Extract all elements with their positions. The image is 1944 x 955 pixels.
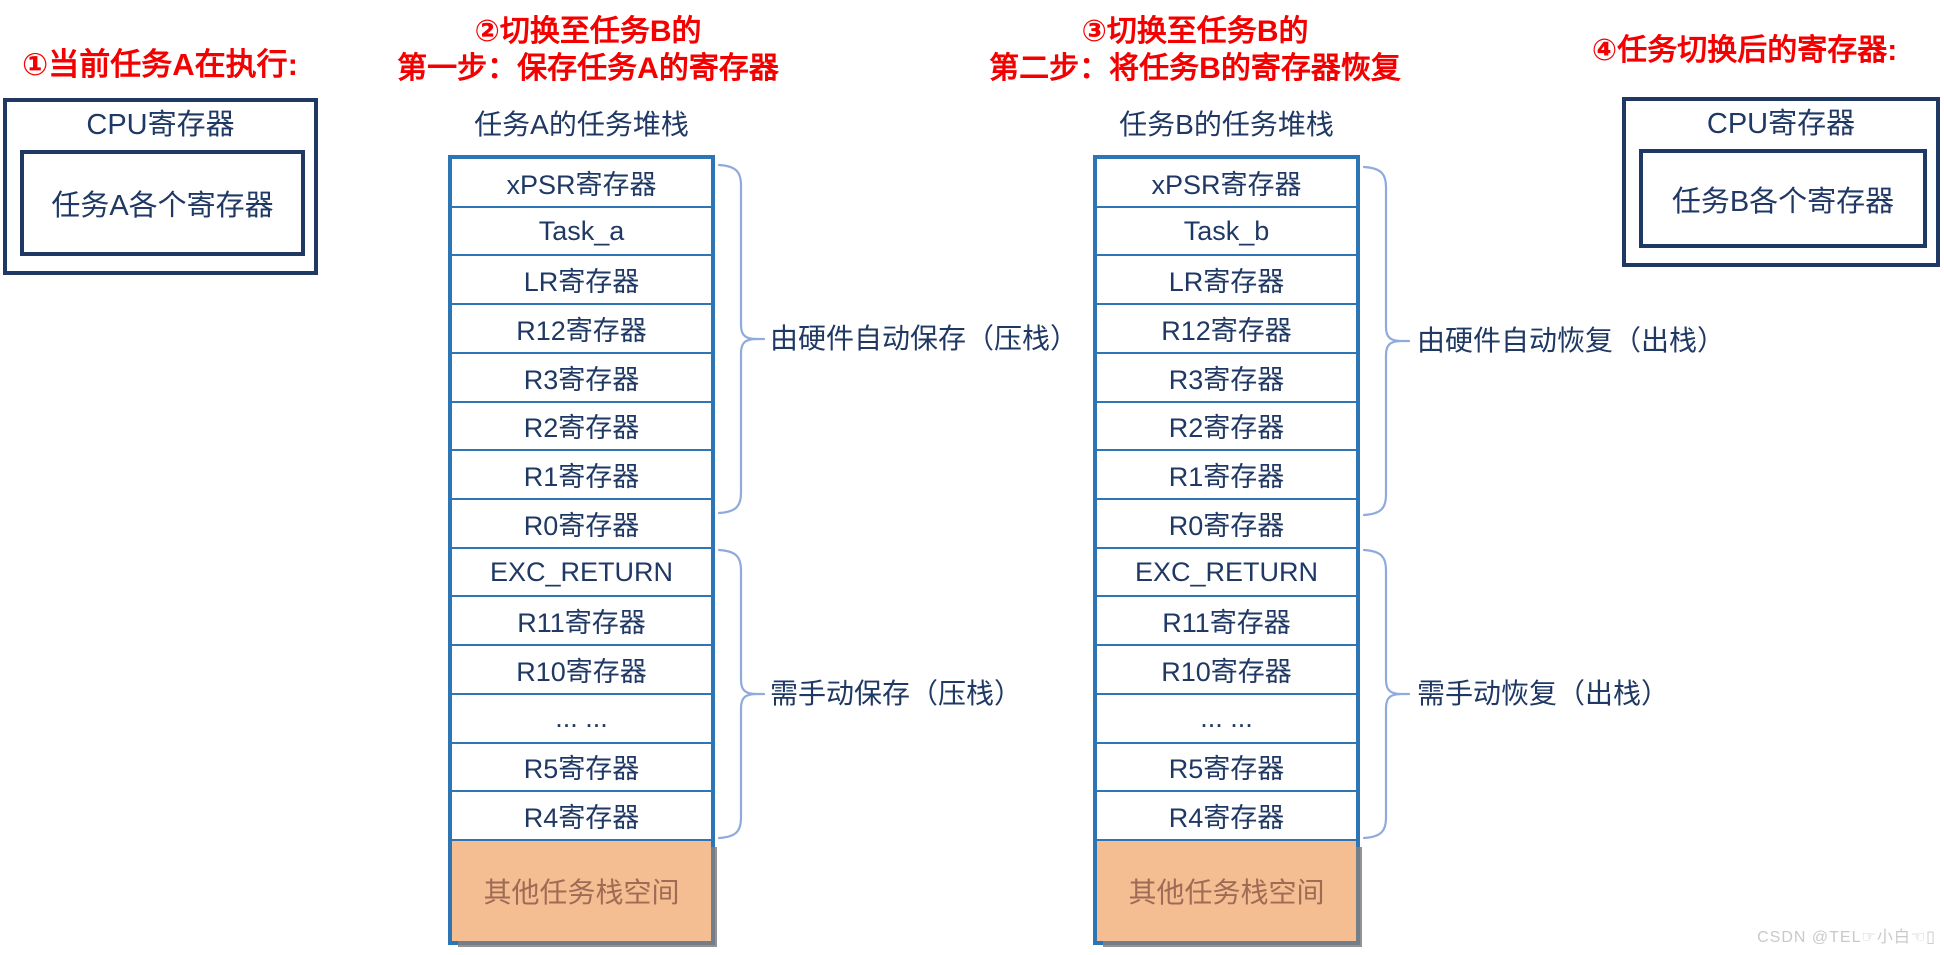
cpu-box-b-content: 任务B各个寄存器 xyxy=(1639,149,1927,248)
stack-row: ... ... xyxy=(452,695,711,744)
task-b-stack-title: 任务B的任务堆栈 xyxy=(1119,109,1334,140)
step1-title: ①当前任务A在执行: xyxy=(22,47,298,82)
stack-row: R5寄存器 xyxy=(1097,744,1356,793)
stack-row: R10寄存器 xyxy=(452,646,711,695)
stack-row: R1寄存器 xyxy=(452,451,711,501)
stack-row: LR寄存器 xyxy=(1097,256,1356,306)
manual-restore-label: 需手动恢复（出栈） xyxy=(1417,678,1670,709)
cpu-registers-box-a: CPU寄存器 任务A各个寄存器 xyxy=(3,98,318,275)
stack-row: R11寄存器 xyxy=(1097,597,1356,647)
stack-row: R12寄存器 xyxy=(452,305,711,354)
other-stack-space-a: 其他任务栈空间 xyxy=(452,841,711,941)
manual-save-label: 需手动保存（压栈） xyxy=(770,678,1023,709)
stack-row: R12寄存器 xyxy=(1097,305,1356,354)
stack-row: ... ... xyxy=(1097,695,1356,744)
other-stack-space-b: 其他任务栈空间 xyxy=(1097,841,1356,941)
hardware-restore-label: 由硬件自动恢复（出栈） xyxy=(1417,325,1726,356)
stack-row: Task_b xyxy=(1097,208,1356,257)
step2-title: ②切换至任务B的 第一步：保存任务A的寄存器 xyxy=(397,15,779,85)
csdn-watermark: CSDN @TEL☞小白☜▯ xyxy=(1757,929,1936,946)
brace-manual-save-a xyxy=(717,548,765,840)
cpu-registers-box-b: CPU寄存器 任务B各个寄存器 xyxy=(1622,97,1940,267)
stack-row: R3寄存器 xyxy=(1097,354,1356,403)
stack-row: EXC_RETURN xyxy=(452,549,711,598)
stack-row: R2寄存器 xyxy=(452,403,711,452)
stack-row: LR寄存器 xyxy=(452,256,711,306)
stack-row: Task_a xyxy=(452,208,711,257)
stack-row: R10寄存器 xyxy=(1097,646,1356,695)
cpu-box-a-content: 任务A各个寄存器 xyxy=(20,150,305,256)
step4-title: ④任务切换后的寄存器: xyxy=(1591,34,1898,67)
brace-manual-restore-b xyxy=(1362,548,1410,840)
task-a-stack-title: 任务A的任务堆栈 xyxy=(474,109,689,140)
step3-title: ③切换至任务B的 第二步：将任务B的寄存器恢复 xyxy=(989,15,1401,85)
stack-row: R1寄存器 xyxy=(1097,451,1356,501)
stack-row: R11寄存器 xyxy=(452,597,711,647)
hardware-save-label: 由硬件自动保存（压栈） xyxy=(770,323,1079,354)
cpu-box-a-title: CPU寄存器 xyxy=(86,109,235,141)
stack-row: R4寄存器 xyxy=(1097,792,1356,842)
stack-row: R2寄存器 xyxy=(1097,403,1356,452)
stack-row: xPSR寄存器 xyxy=(452,159,711,208)
brace-hardware-restore-b xyxy=(1362,165,1410,517)
stack-row: EXC_RETURN xyxy=(1097,549,1356,598)
stack-row: R3寄存器 xyxy=(452,354,711,403)
stack-row: R4寄存器 xyxy=(452,792,711,842)
brace-hardware-save-a xyxy=(717,163,765,515)
stack-row: R0寄存器 xyxy=(1097,500,1356,549)
stack-row: xPSR寄存器 xyxy=(1097,159,1356,208)
cpu-box-b-title: CPU寄存器 xyxy=(1706,108,1856,140)
stack-row: R0寄存器 xyxy=(452,500,711,549)
stack-row: R5寄存器 xyxy=(452,744,711,793)
